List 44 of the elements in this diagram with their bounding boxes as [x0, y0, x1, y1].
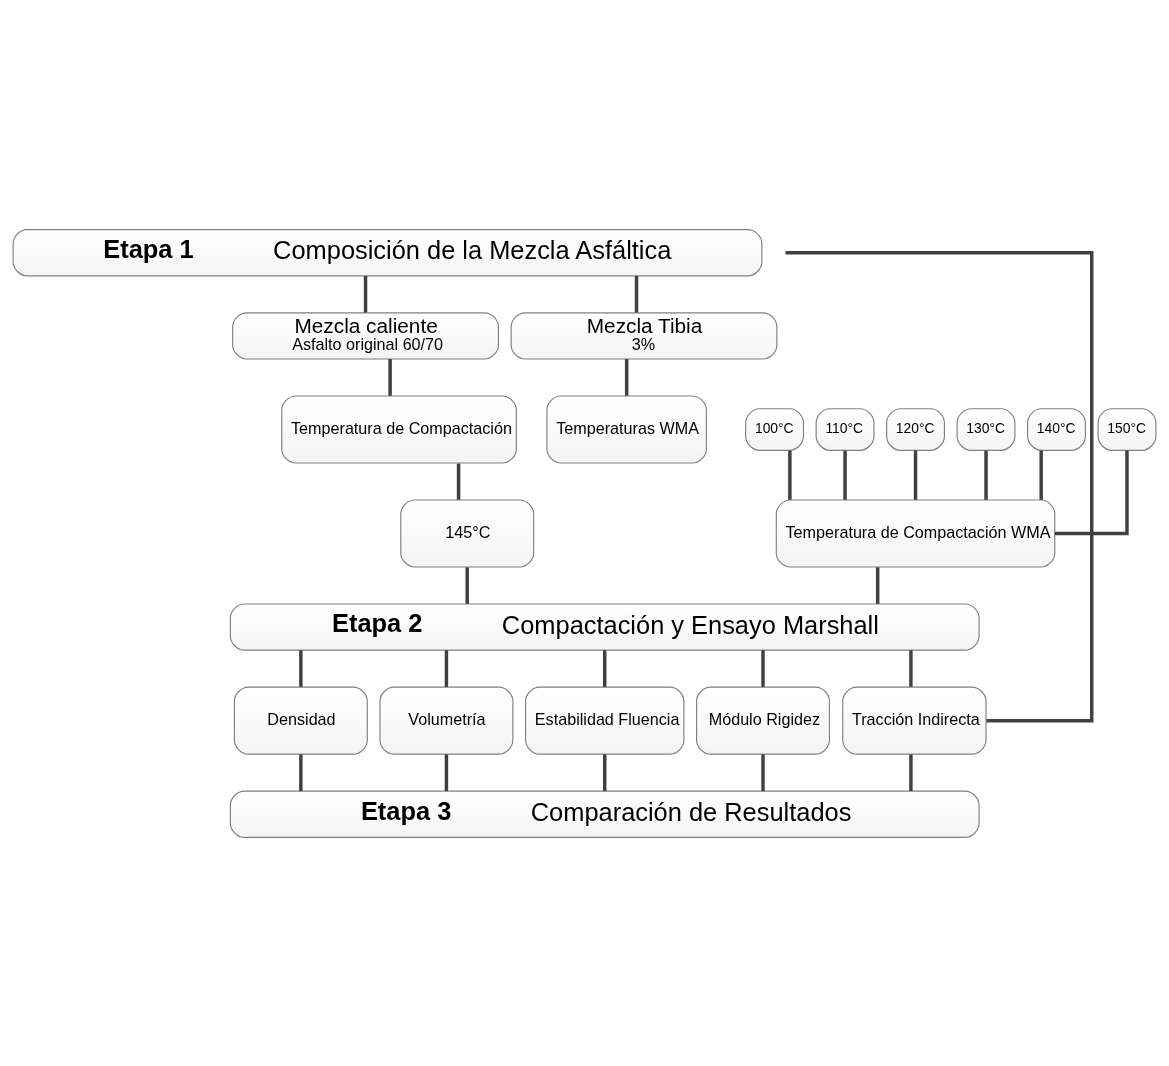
connector	[603, 649, 607, 687]
node-box: 145°C	[400, 498, 535, 568]
connector	[913, 450, 918, 500]
node-box: Tracción Indirecta	[842, 686, 987, 755]
connector	[875, 566, 880, 604]
node-box: Temperaturas WMA	[546, 394, 707, 464]
node-box: Mezcla caliente Asfalto original 60/70	[232, 311, 499, 360]
node-box: Temperatura de Compactación WMA	[775, 498, 1056, 568]
node-box: 110°C	[815, 407, 875, 451]
connector	[909, 649, 913, 687]
connector	[1054, 450, 1129, 535]
connector	[1039, 450, 1043, 500]
connector	[456, 463, 461, 500]
node-box: 120°C	[886, 407, 945, 451]
connector	[465, 566, 469, 604]
node-box: 150°C	[1097, 407, 1157, 451]
connector	[444, 649, 449, 687]
node-box: Temperatura de Compactación	[281, 394, 517, 464]
connector	[388, 358, 392, 396]
node-box: 130°C	[956, 407, 1016, 451]
connector	[761, 753, 765, 791]
connector	[785, 250, 1094, 722]
connector	[444, 753, 449, 791]
connector	[984, 450, 988, 500]
node-box: Estabilidad Fluencia	[525, 686, 685, 755]
connector	[299, 753, 303, 791]
node-box: Etapa 3 Comparación de Resultados	[229, 790, 980, 838]
node-box: 100°C	[745, 407, 805, 451]
node-box: Mezcla Tibia 3%	[510, 311, 778, 360]
node-box: Densidad	[233, 686, 368, 755]
connector	[363, 275, 368, 313]
connector	[634, 275, 639, 313]
node-box: Etapa 1 Composición de la Mezcla Asfáltica	[12, 228, 763, 276]
connector	[603, 753, 607, 791]
node-box: Volumetría	[379, 686, 514, 755]
connector	[761, 649, 765, 687]
node-box: Etapa 2 Compactación y Ensayo Marshall	[229, 602, 980, 651]
node-box: 140°C	[1027, 407, 1086, 451]
connector	[843, 450, 847, 500]
node-box: Módulo Rigidez	[696, 686, 831, 755]
connector	[788, 450, 792, 500]
connector	[624, 358, 629, 396]
connector	[909, 753, 913, 791]
connector	[299, 649, 303, 687]
